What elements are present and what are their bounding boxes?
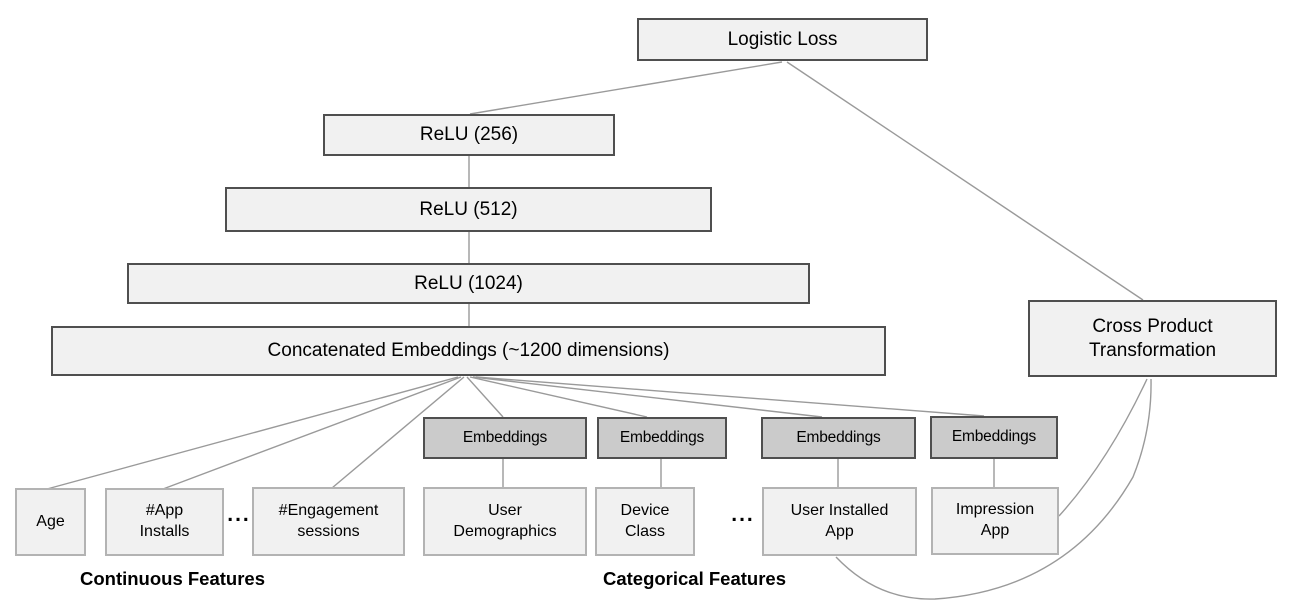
node-label: ReLU (256) (419, 124, 519, 146)
node-label: ReLU (1024) (414, 272, 523, 294)
node-cross-product-transformation: Cross Product Transformation (1028, 300, 1277, 377)
node-label: Embeddings (951, 428, 1037, 446)
node-relu-512: ReLU (512) (225, 187, 712, 232)
edge-impression-app-to-cross-product-curve (1058, 378, 1148, 517)
node-label-line: Device (620, 501, 670, 519)
node-embeddings-1: Embeddings (423, 417, 587, 459)
node-label-line: Transformation (1088, 339, 1217, 361)
node-embeddings-2: Embeddings (597, 417, 727, 459)
node-label: Logistic Loss (727, 28, 838, 50)
node-label-line: Cross Product (1092, 316, 1213, 338)
node-embeddings-3: Embeddings (761, 417, 916, 459)
node-feature-app-installs: #App Installs (105, 488, 224, 556)
node-concatenated-embeddings: Concatenated Embeddings (~1200 dimension… (51, 326, 886, 376)
edge-concat-to-app-installs (162, 376, 462, 490)
node-label: Embeddings (796, 428, 881, 446)
node-label-line: User (488, 501, 522, 519)
edge-concat-to-engagement (331, 376, 465, 489)
node-label-line: #App (145, 502, 184, 520)
node-feature-device-class: Device Class (595, 487, 695, 556)
node-relu-256: ReLU (256) (323, 114, 615, 156)
continuous-features-label: Continuous Features (79, 568, 265, 589)
node-label-line: User Installed (790, 501, 889, 519)
edge-concat-to-age (46, 376, 459, 490)
edge-concat-to-embeddings-2 (469, 376, 648, 418)
node-label: Embeddings (462, 428, 548, 446)
categorical-features-label: Categorical Features (602, 568, 786, 589)
edge-logistic-to-relu256 (469, 61, 783, 115)
node-embeddings-4: Embeddings (930, 416, 1058, 459)
node-relu-1024: ReLU (1024) (127, 263, 810, 304)
node-label-line: Age (36, 512, 65, 530)
node-feature-user-installed-app: User Installed App (762, 487, 917, 556)
node-label-line: Demographics (453, 522, 557, 540)
edge-user-installed-app-to-cross-product-curve (835, 378, 1152, 600)
node-feature-engagement-sessions: #Engagement sessions (252, 487, 405, 556)
node-label-line: sessions (297, 522, 360, 540)
continuous-features-ellipsis: ... (227, 503, 251, 526)
categorical-features-ellipsis: ... (731, 503, 755, 526)
edge-logistic-to-cross-product (786, 61, 1144, 301)
node-label: Concatenated Embeddings (~1200 dimension… (267, 340, 670, 362)
edge-concat-to-embeddings-4 (475, 376, 985, 417)
node-label: ReLU (512) (419, 198, 518, 220)
node-label-line: Installs (139, 523, 190, 540)
node-label: Embeddings (619, 428, 705, 446)
node-label-line: #Engagement (278, 501, 379, 519)
node-label-line: App (980, 522, 1010, 539)
edge-concat-to-embeddings-3 (472, 376, 823, 418)
node-feature-user-demographics: User Demographics (423, 487, 587, 556)
node-feature-age: Age (15, 488, 86, 556)
node-logistic-loss: Logistic Loss (637, 18, 928, 61)
node-label-line: Impression (955, 501, 1035, 519)
node-label-line: App (825, 522, 854, 540)
node-label-line: Class (624, 522, 665, 540)
node-feature-impression-app: Impression App (931, 487, 1059, 555)
edge-concat-to-embeddings-1 (466, 376, 504, 418)
